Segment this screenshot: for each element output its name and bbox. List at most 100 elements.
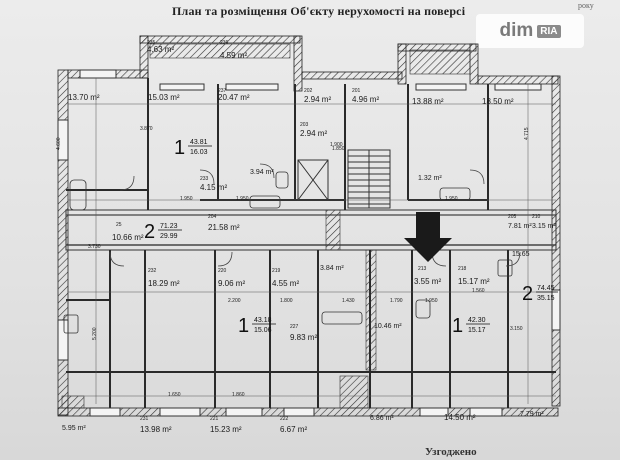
room-d: 18.50 m² bbox=[482, 97, 514, 106]
svg-text:221: 221 bbox=[210, 416, 219, 422]
svg-text:3.94 m²: 3.94 m² bbox=[250, 169, 274, 176]
svg-text:9.06 m²: 9.06 m² bbox=[218, 279, 245, 288]
svg-text:10.66 m²: 10.66 m² bbox=[112, 233, 144, 242]
dim-17: 1.650 bbox=[168, 392, 181, 398]
svg-text:233: 233 bbox=[200, 176, 209, 182]
dim-5: 3.730 bbox=[88, 244, 101, 250]
dim-2: 1.950 bbox=[180, 196, 193, 202]
dimria-watermark: dim RIA bbox=[476, 14, 584, 48]
room-b: 15.03 m² bbox=[148, 93, 180, 102]
room-h: 15.65 bbox=[512, 251, 530, 258]
svg-text:2: 2 bbox=[144, 221, 155, 243]
svg-text:213: 213 bbox=[418, 266, 427, 272]
watermark-brand: dim bbox=[499, 20, 534, 41]
svg-text:25: 25 bbox=[116, 222, 122, 228]
dim-1: 1.950 bbox=[236, 196, 249, 202]
svg-text:16.03: 16.03 bbox=[190, 149, 208, 156]
svg-text:220: 220 bbox=[218, 268, 227, 274]
apartment-tags: 1 43.81 16.03 2 71.23 29.99 1 43.18 15.0… bbox=[144, 137, 558, 337]
room-c: 13.88 m² bbox=[412, 97, 444, 106]
svg-text:21.58 m²: 21.58 m² bbox=[208, 223, 240, 232]
svg-text:4.55 m²: 4.55 m² bbox=[272, 279, 299, 288]
hatched-columns bbox=[61, 43, 471, 409]
svg-text:4.63 m²: 4.63 m² bbox=[147, 45, 174, 54]
svg-text:219: 219 bbox=[272, 268, 281, 274]
svg-text:3.55 m²: 3.55 m² bbox=[414, 277, 441, 286]
svg-text:3.15 m²: 3.15 m² bbox=[532, 223, 556, 230]
svg-text:6.67 m²: 6.67 m² bbox=[280, 425, 307, 434]
svg-text:7.79 m²: 7.79 m² bbox=[520, 411, 544, 418]
dim-18: 1.860 bbox=[232, 392, 245, 398]
svg-text:231: 231 bbox=[140, 416, 149, 422]
svg-text:235: 235 bbox=[147, 40, 156, 46]
svg-text:4.59 m²: 4.59 m² bbox=[220, 51, 247, 60]
svg-text:20.47 m²: 20.47 m² bbox=[218, 93, 250, 102]
room-m: 5.95 m² bbox=[62, 425, 86, 432]
svg-text:15.06: 15.06 bbox=[254, 327, 272, 334]
svg-text:236: 236 bbox=[220, 40, 229, 46]
dimension-lines bbox=[68, 78, 556, 404]
corridor bbox=[65, 209, 557, 251]
svg-text:13.70 m²: 13.70 m² bbox=[68, 93, 100, 102]
room-25: 25 10.66 m² bbox=[112, 222, 144, 242]
apartment-1-center: 1 43.18 15.06 bbox=[238, 315, 276, 337]
sanitary-fixtures bbox=[63, 171, 513, 334]
dim-13: 5.200 bbox=[92, 327, 98, 340]
svg-text:29.99: 29.99 bbox=[160, 233, 178, 240]
dim-4: 1.950 bbox=[445, 196, 458, 202]
svg-text:15.03 m²: 15.03 m² bbox=[148, 93, 180, 102]
room-e: 3.94 m² bbox=[250, 169, 274, 176]
svg-text:7.81 m²: 7.81 m² bbox=[508, 223, 532, 230]
svg-text:10.46 m²: 10.46 m² bbox=[374, 323, 402, 330]
apartment-2-right: 2 74.45 35.15 bbox=[522, 283, 558, 305]
svg-text:4.96 m²: 4.96 m² bbox=[352, 95, 379, 104]
room-236: 236 4.59 m² bbox=[220, 40, 247, 60]
room-220: 220 9.06 m² bbox=[218, 268, 245, 288]
svg-text:43.18: 43.18 bbox=[254, 317, 272, 324]
room-k: 14.50 m² bbox=[444, 413, 476, 422]
svg-text:5.95 m²: 5.95 m² bbox=[62, 425, 86, 432]
room-l: 7.79 m² bbox=[520, 411, 544, 418]
svg-text:35.15: 35.15 bbox=[537, 295, 555, 302]
svg-text:13.88 m²: 13.88 m² bbox=[412, 97, 444, 106]
dim-9: 1.790 bbox=[390, 298, 403, 304]
room-f: 1.32 m² bbox=[418, 175, 442, 182]
svg-text:1.32 m²: 1.32 m² bbox=[418, 175, 442, 182]
svg-text:2.94 m²: 2.94 m² bbox=[304, 95, 331, 104]
svg-text:15.17: 15.17 bbox=[468, 327, 486, 334]
svg-text:42.30: 42.30 bbox=[468, 317, 486, 324]
svg-text:6.86 m²: 6.86 m² bbox=[370, 415, 394, 422]
entrance-arrow bbox=[404, 212, 452, 262]
door-swings bbox=[109, 163, 521, 267]
svg-text:205: 205 bbox=[508, 214, 517, 220]
svg-text:1: 1 bbox=[174, 137, 185, 159]
svg-text:1: 1 bbox=[238, 315, 249, 337]
svg-text:204: 204 bbox=[208, 214, 217, 220]
top-fragment: року bbox=[578, 1, 594, 10]
svg-text:15.23 m²: 15.23 m² bbox=[210, 425, 242, 434]
svg-text:4.15 m²: 4.15 m² bbox=[200, 183, 227, 192]
room-231: 231 13.98 m² bbox=[140, 416, 172, 434]
elevator-shaft bbox=[297, 159, 329, 201]
svg-text:201: 201 bbox=[352, 88, 361, 94]
room-221: 221 15.23 m² bbox=[210, 416, 242, 434]
dim-10: 1.950 bbox=[425, 298, 438, 304]
window-marks bbox=[57, 69, 561, 417]
svg-text:1: 1 bbox=[452, 315, 463, 337]
dim-12: 4.600 bbox=[56, 137, 62, 150]
svg-text:13.98 m²: 13.98 m² bbox=[140, 425, 172, 434]
apartment-1-top: 1 43.81 16.03 bbox=[174, 137, 212, 159]
dim-7: 1.800 bbox=[280, 298, 293, 304]
room-204: 204 21.58 m² bbox=[208, 214, 240, 232]
svg-text:71.23: 71.23 bbox=[160, 223, 178, 230]
room-i: 10.46 m² bbox=[374, 323, 402, 330]
dim-3: 1.850 bbox=[332, 146, 345, 152]
